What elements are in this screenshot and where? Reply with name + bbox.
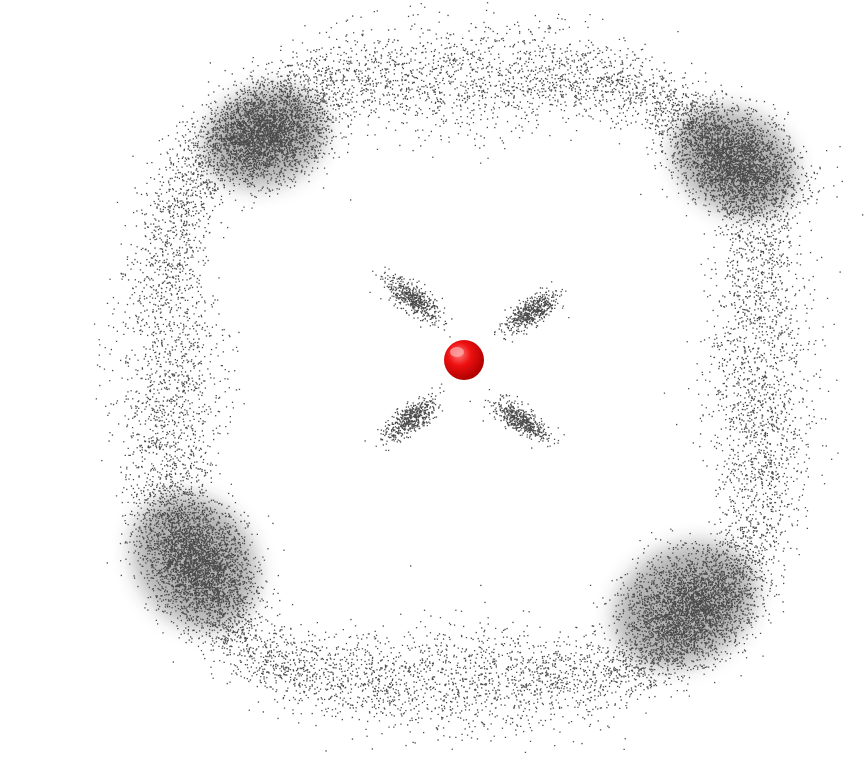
nucleus: [444, 340, 484, 380]
nucleus-sphere: [444, 340, 484, 380]
nucleus-highlight: [450, 347, 464, 357]
